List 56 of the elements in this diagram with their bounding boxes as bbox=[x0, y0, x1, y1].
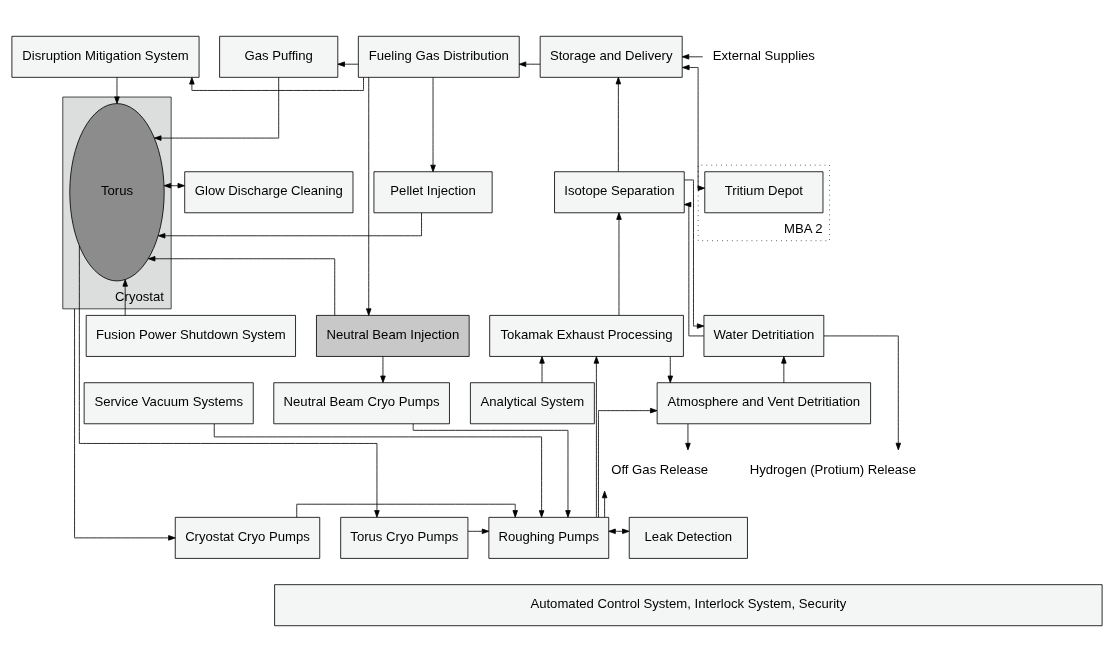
arrow bbox=[682, 64, 706, 191]
node-box: Fusion Power Shutdown System bbox=[85, 314, 296, 357]
arrow bbox=[430, 76, 436, 172]
arrow bbox=[148, 255, 336, 316]
arrow bbox=[366, 76, 372, 316]
node-box: Isotope Separation bbox=[554, 170, 685, 213]
arrow bbox=[213, 423, 545, 518]
node-box: Analytical System bbox=[469, 381, 595, 424]
node-text: Hydrogen (Protium) Release bbox=[749, 461, 916, 477]
arrow bbox=[518, 61, 541, 67]
arrow bbox=[781, 355, 787, 383]
node-box: Torus Cryo Pumps bbox=[340, 516, 469, 559]
node-box: Pellet Injection bbox=[373, 170, 493, 213]
arrow bbox=[683, 201, 705, 336]
node-box: Storage and Delivery bbox=[539, 35, 683, 78]
node-box: Glow Discharge Cleaning bbox=[184, 170, 354, 213]
node-box: Water Detritiation bbox=[703, 314, 825, 357]
node-box: Leak Detection bbox=[628, 516, 748, 559]
arrow bbox=[122, 278, 128, 316]
node-box: Roughing Pumps bbox=[488, 516, 610, 559]
node-text: External Supplies bbox=[712, 47, 815, 63]
arrow bbox=[684, 179, 705, 329]
node-box: Cryostat Cryo Pumps bbox=[174, 516, 321, 559]
node-box: Fueling Gas Distribution bbox=[357, 35, 520, 78]
node-box: Neutral Beam Injection bbox=[316, 314, 470, 357]
node-box: Service Vacuum Systems bbox=[83, 381, 254, 424]
arrow bbox=[189, 76, 364, 91]
arrow bbox=[337, 61, 359, 67]
node-box: Tritium Depot bbox=[704, 170, 824, 213]
arrow bbox=[412, 422, 571, 518]
node-box: Gas Puffing bbox=[219, 35, 339, 78]
arrow bbox=[681, 53, 704, 59]
arrow bbox=[539, 355, 545, 383]
arrow bbox=[601, 490, 608, 518]
arrow bbox=[114, 76, 120, 104]
arrow bbox=[163, 182, 185, 188]
node-text: Off Gas Release bbox=[611, 461, 709, 477]
arrow bbox=[685, 422, 691, 450]
arrow bbox=[467, 528, 490, 534]
arrow bbox=[823, 335, 901, 450]
arrow bbox=[78, 244, 380, 518]
arrow bbox=[598, 407, 658, 518]
node-box: Automated Control System, Interlock System, Security bbox=[274, 583, 1103, 626]
arrow bbox=[157, 212, 422, 238]
arrow bbox=[380, 355, 386, 383]
arrow bbox=[74, 307, 176, 541]
arrow bbox=[616, 211, 622, 316]
node-box: Disruption Mitigation System bbox=[11, 35, 200, 78]
arrow bbox=[154, 76, 280, 141]
node-box: Tokamak Exhaust Processing bbox=[489, 314, 684, 357]
arrow bbox=[593, 355, 600, 517]
arrow bbox=[615, 76, 622, 172]
arrow bbox=[667, 355, 673, 383]
node-box: Atmosphere and Vent Detritiation bbox=[656, 381, 871, 424]
arrow bbox=[608, 528, 630, 534]
node-box: Neutral Beam Cryo Pumps bbox=[273, 381, 450, 424]
